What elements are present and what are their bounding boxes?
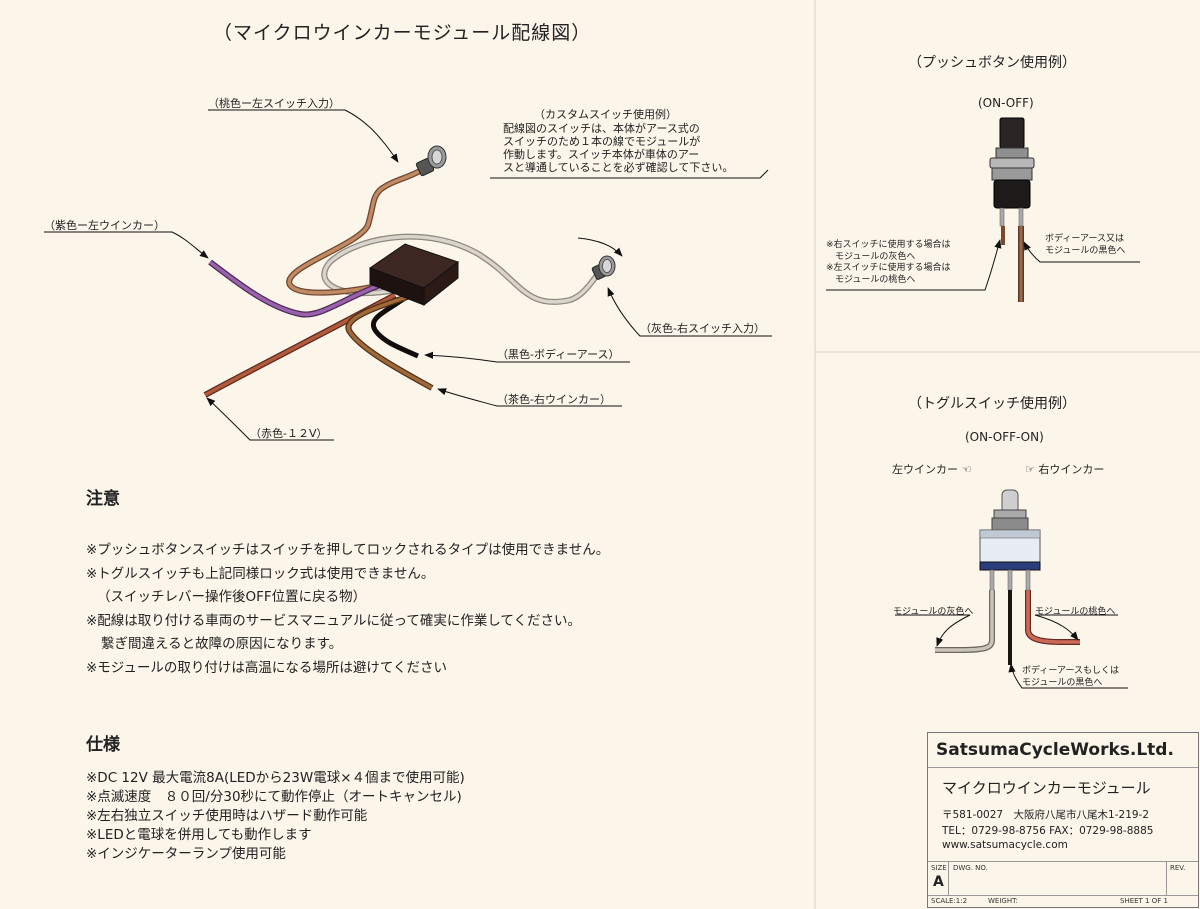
product-name: マイクロウインカーモジュール [942,779,1151,797]
spec-line-1: ※DC 12V 最大電流8A(LEDから23W電球×４個まで使用可能) [86,770,465,786]
size-value: A [933,874,944,890]
sheet-label: SHEET 1 OF 1 [1120,897,1168,905]
label-black-ground: （黒色-ボディーアース） [497,348,620,361]
size-label: SIZE [931,864,947,872]
toggle-ground-label: ボディーアースもしくは モジュールの黒色へ [1022,666,1120,688]
spec-line-2: ※点滅速度 ８０回/分30秒にて動作停止（オートキャンセル) [86,789,462,805]
title-block: SatsumaCycleWorks.Ltd. マイクロウインカーモジュール 〒5… [927,732,1199,908]
spec-line-5: ※インジケーターランプ使用可能 [86,846,286,862]
push-example-mode: (ON-OFF) [978,96,1034,110]
caution-line-3: （スイッチレバー操作後OFF位置に戻る物） [97,589,367,605]
toggle-gray-label: モジュールの灰色へ [893,607,974,617]
cautions-heading: 注意 [86,489,120,509]
custom-switch-line-3: 作動します。スイッチ本体が車体のアー [503,148,700,161]
spec-line-3: ※左右独立スイッチ使用時はハザード動作可能 [86,808,368,824]
rev-label: REV. [1170,864,1186,872]
wire-harness [203,145,616,398]
toggle-example-mode: (ON-OFF-ON) [965,430,1044,444]
leader-lines [44,109,772,441]
company-address: 〒581-0027 大阪府八尾市八尾木1-219-2 [942,809,1150,821]
toggle-peach-label: モジュールの桃色へ [1035,607,1116,617]
toggle-left-blinker: 左ウインカー ☜ [892,463,972,476]
caution-line-1: ※プッシュボタンスイッチはスイッチを押してロックされるタイプは使用できません。 [86,542,610,558]
custom-switch-line-2: スイッチのため１本の線でモジュールが [503,135,701,148]
title-block-company-row: SatsumaCycleWorks.Ltd. [928,733,1198,768]
label-brown-right-blinker: （茶色-右ウインカー） [497,393,611,406]
label-red-12v: （赤色-１２V） [250,427,328,440]
toggle-example-title: （トグルスイッチ使用例） [908,396,1076,412]
caution-line-5: 繋ぎ間違えると故障の原因になります。 [101,636,343,652]
company-phone: TEL：0729-98-8756 FAX：0729-98-8885 [942,825,1154,837]
left-switch-connector [415,145,447,177]
caution-line-2: ※トグルスイッチも上記同様ロック式は使用できません。 [86,566,435,582]
caution-line-4: ※配線は取り付ける車両のサービスマニュアルに従って確実に作業してください。 [86,613,582,629]
toggle-right-blinker: ☞ 右ウインカー [1025,463,1105,476]
label-gray-right-switch: （灰色-右スイッチ入力） [640,322,765,335]
right-switch-connector [591,255,616,280]
specs-heading: 仕様 [86,735,120,755]
custom-switch-line-1: 配線図のスイッチは、本体がアース式の [503,122,700,135]
page-title: （マイクロウインカーモジュール配線図） [213,22,592,44]
push-button-illustration [989,117,1035,302]
custom-switch-title: （カスタムスイッチ使用例） [534,108,677,121]
label-purple-left-blinker: （紫色ー左ウインカー） [44,219,165,232]
module-box [368,243,460,307]
label-peach-left-switch: （桃色ー左スイッチ入力） [208,97,340,110]
caution-line-6: ※モジュールの取り付けは高温になる場所は避けてください [86,660,447,676]
dwg-no-label: DWG. NO. [953,864,988,872]
push-leader-lines [826,239,1140,291]
push-example-title: （プッシュボタン使用例） [908,55,1076,71]
company-name: SatsumaCycleWorks.Ltd. [936,740,1174,760]
push-example-right-note: ボディーアース又は モジュールの黒色へ [1045,234,1126,256]
custom-switch-line-4: スと導通していることを必ず確認して下さい。 [503,161,734,174]
wire-black [370,295,420,359]
push-example-left-note: ※右スイッチに使用する場合は モジュールの灰色へ ※左スイッチに使用する場合は … [826,240,951,285]
toggle-leader-lines [895,614,1128,689]
scale-label: SCALE:1:2 [931,897,968,905]
company-website: www.satsumacycle.com [942,839,1068,851]
spec-line-4: ※LEDと電球を併用しても動作します [86,827,312,843]
toggle-switch-illustration [935,489,1080,665]
weight-label: WEIGHT: [988,897,1018,905]
